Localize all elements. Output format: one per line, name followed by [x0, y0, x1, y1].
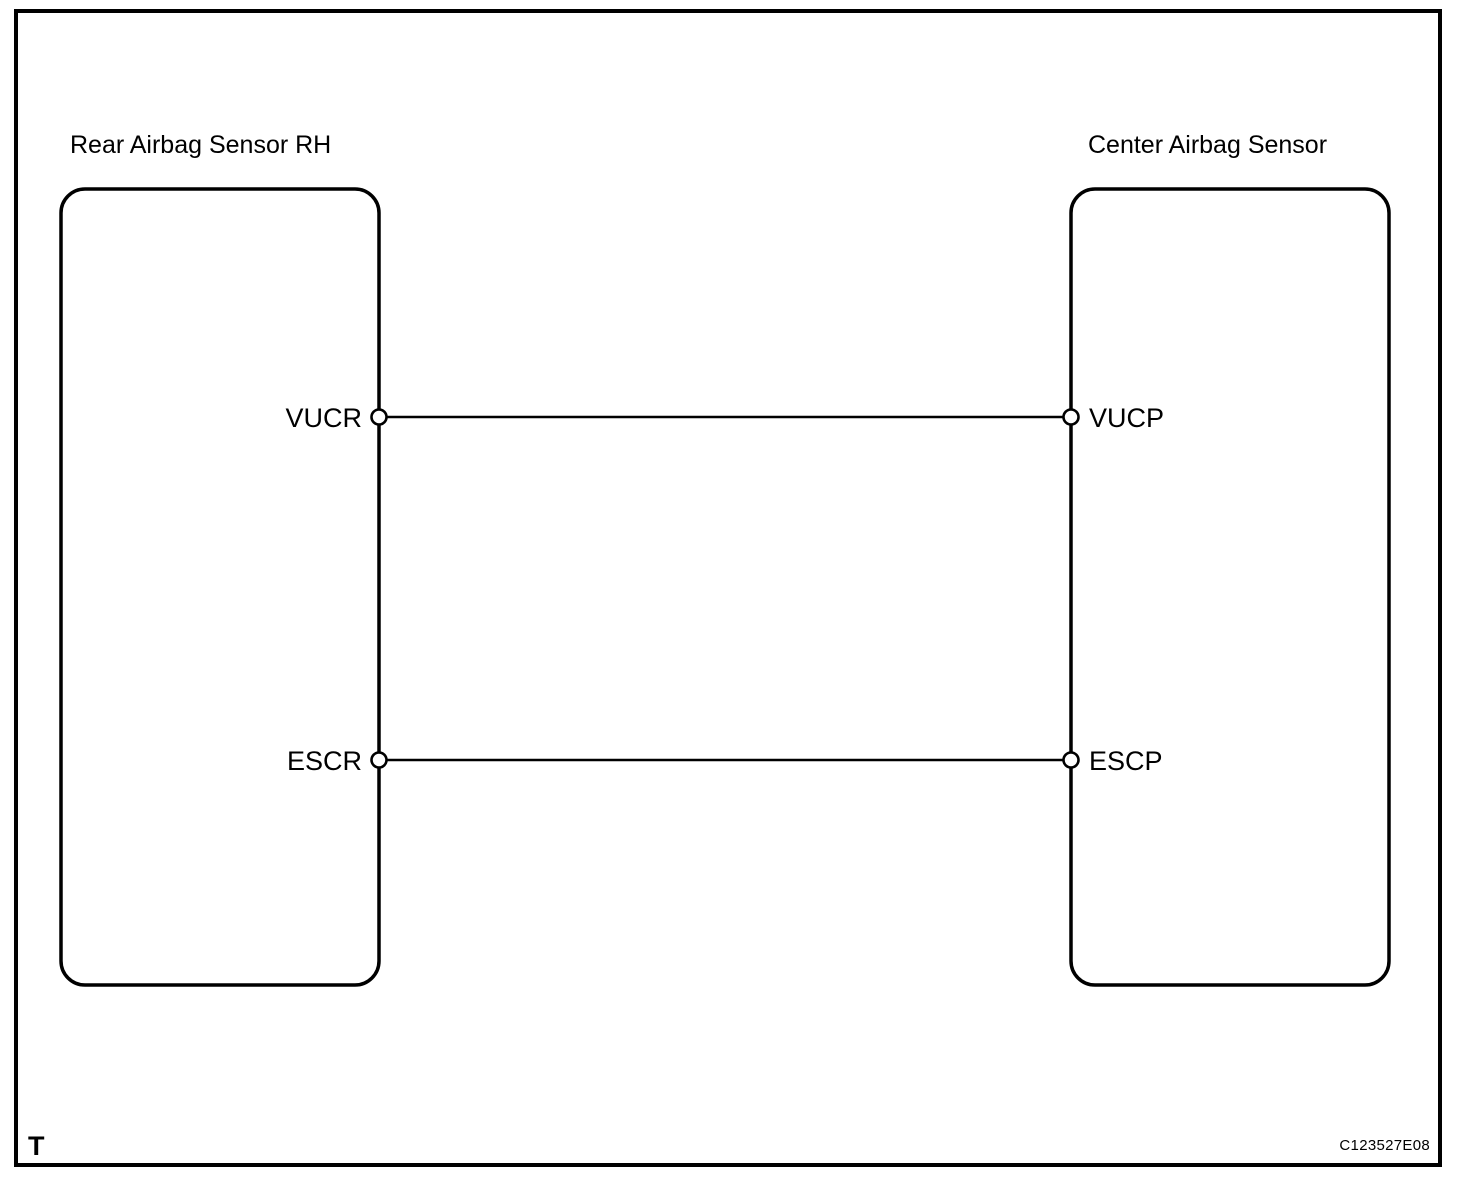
- pin-label-vucr: VUCR: [285, 403, 362, 433]
- sensor-box-center-airbag-sensor: [1069, 187, 1391, 987]
- pin-label-escp: ESCP: [1089, 746, 1163, 776]
- reference-code: C123527E08: [1339, 1137, 1430, 1154]
- pin-label-escr: ESCR: [287, 746, 362, 776]
- corner-mark-t: T: [28, 1131, 45, 1161]
- sensor-box-rear-airbag-sensor-rh: [59, 187, 381, 987]
- sensor-title-center-airbag-sensor: Center Airbag Sensor: [1088, 131, 1327, 159]
- sensor-title-rear-airbag-sensor-rh: Rear Airbag Sensor RH: [70, 131, 331, 159]
- pin-label-vucp: VUCP: [1089, 403, 1164, 433]
- diagram-outer-frame: [14, 9, 1442, 1167]
- terminal-dot-escp: [1062, 751, 1080, 769]
- terminal-dot-vucr: [370, 408, 388, 426]
- terminal-dot-vucp: [1062, 408, 1080, 426]
- terminal-dot-escr: [370, 751, 388, 769]
